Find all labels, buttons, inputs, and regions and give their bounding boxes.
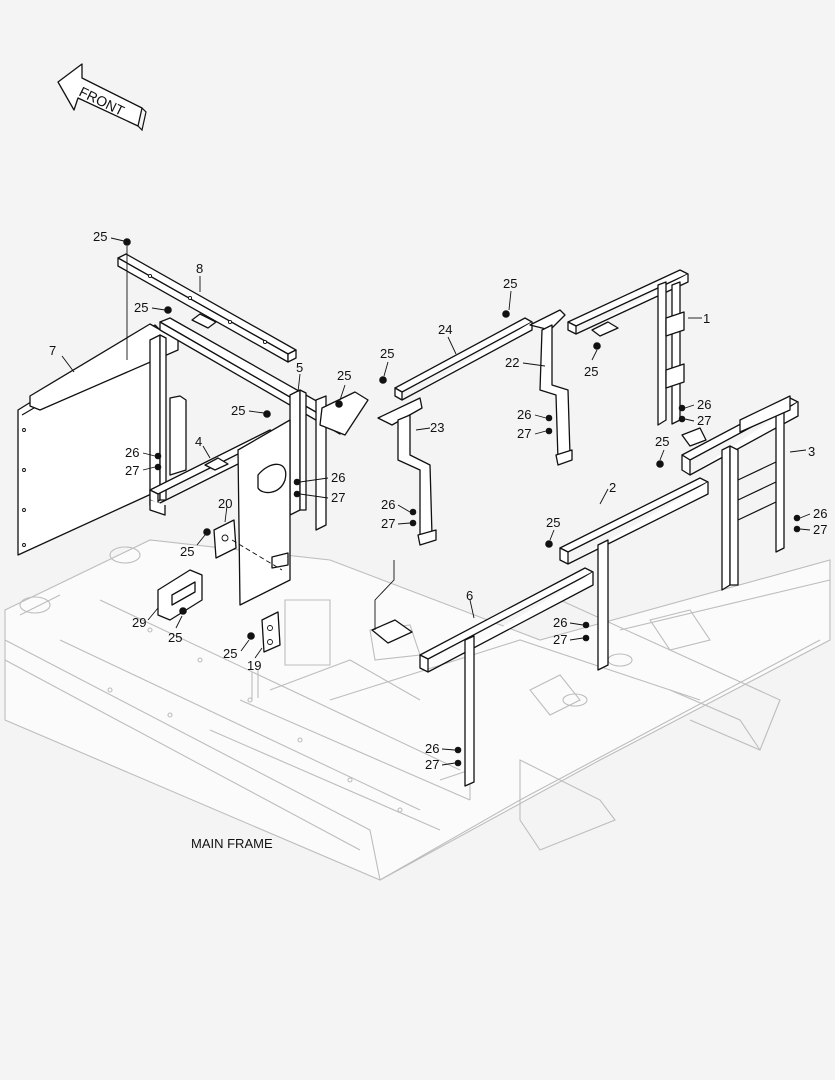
callout-26-c: 26 <box>381 497 395 512</box>
callout-22: 22 <box>505 355 519 370</box>
main-frame-label: MAIN FRAME <box>191 836 273 851</box>
part-8-rail <box>117 253 297 363</box>
callout-25-b: 25 <box>134 300 148 315</box>
callout-25-j: 25 <box>180 544 194 559</box>
callout-27-h: 27 <box>425 757 439 772</box>
callout-25-k: 25 <box>168 630 182 645</box>
part-5-rail <box>159 317 369 531</box>
part-7-panel <box>17 323 179 556</box>
callout-3: 3 <box>808 444 815 459</box>
callout-2: 2 <box>609 480 616 495</box>
callout-26-b: 26 <box>331 470 345 485</box>
part-2-rail <box>559 477 709 671</box>
callout-20: 20 <box>218 496 232 511</box>
callout-26-d: 26 <box>517 407 531 422</box>
callout-5: 5 <box>296 360 303 375</box>
callout-27-e: 27 <box>697 413 711 428</box>
callout-8: 8 <box>196 261 203 276</box>
part-22-bracket <box>529 309 573 466</box>
callout-4: 4 <box>195 434 202 449</box>
callout-7: 7 <box>49 343 56 358</box>
callout-27-f: 27 <box>813 522 827 537</box>
main-frame <box>4 539 831 881</box>
callout-23: 23 <box>430 420 444 435</box>
callout-27-g: 27 <box>553 632 567 647</box>
callout-25-e: 25 <box>380 346 394 361</box>
callout-26-g: 26 <box>553 615 567 630</box>
part-29-block <box>157 569 203 621</box>
callout-27-a: 27 <box>125 463 139 478</box>
fastener-leaders <box>142 404 811 766</box>
callout-1: 1 <box>703 311 710 326</box>
callout-25-i: 25 <box>546 515 560 530</box>
callout-25-g: 25 <box>584 364 598 379</box>
callout-29: 29 <box>132 615 146 630</box>
part-1-frame <box>567 269 689 426</box>
callout-25-c: 25 <box>231 403 245 418</box>
callout-25-l: 25 <box>223 646 237 661</box>
left-post <box>149 334 187 506</box>
callout-25-h: 25 <box>655 434 669 449</box>
small-brackets <box>371 427 707 644</box>
leader-lines <box>61 237 807 659</box>
callout-26-h: 26 <box>425 741 439 756</box>
callout-27-c: 27 <box>381 516 395 531</box>
alignment-dash <box>231 539 283 571</box>
callout-6: 6 <box>466 588 473 603</box>
callout-26-e: 26 <box>697 397 711 412</box>
part-20-bracket <box>213 519 237 559</box>
hook-plate <box>237 419 291 606</box>
callout-24: 24 <box>438 322 452 337</box>
callout-25-d: 25 <box>337 368 351 383</box>
callouts: 1 2 3 4 5 6 7 8 19 20 22 23 24 29 25 25 … <box>49 229 827 772</box>
callout-19: 19 <box>247 658 261 673</box>
part-23-bracket <box>377 397 437 546</box>
callout-25-a: 25 <box>93 229 107 244</box>
part-3-stand <box>681 395 799 591</box>
part-6-rail <box>419 567 594 787</box>
callout-26-f: 26 <box>813 506 827 521</box>
front-arrow: FRONT <box>57 63 147 132</box>
callout-25-f: 25 <box>503 276 517 291</box>
callout-26-a: 26 <box>125 445 139 460</box>
callout-27-b: 27 <box>331 490 345 505</box>
part-24-rail <box>394 317 533 401</box>
part-19-bracket <box>261 611 281 653</box>
callout-27-d: 27 <box>517 426 531 441</box>
